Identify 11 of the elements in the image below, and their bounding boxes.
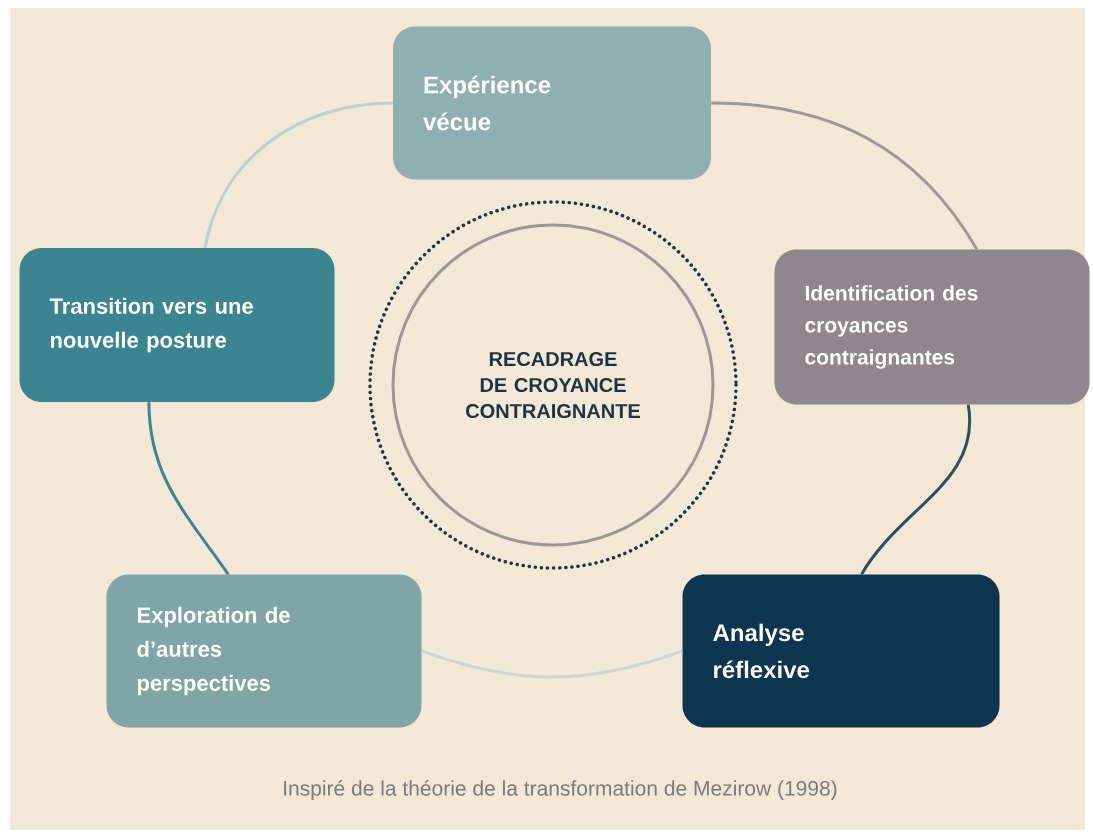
process-box: Identification des croyances contraignantes [774, 249, 1090, 405]
connector-arc [860, 404, 972, 576]
connector-arc [147, 402, 230, 576]
process-box: Analyse réflexive [682, 574, 1000, 728]
connector-arc [711, 101, 979, 251]
process-box: Exploration de d’autres perspectives [106, 574, 422, 728]
process-box: Expérience vécue [393, 26, 711, 180]
caption: Inspiré de la théorie de la transformation de Mezirow (1998) [284, 780, 837, 800]
connector-arc [203, 101, 393, 249]
process-box: Transition vers une nouvelle posture [19, 248, 335, 402]
connector-arc [421, 649, 683, 679]
